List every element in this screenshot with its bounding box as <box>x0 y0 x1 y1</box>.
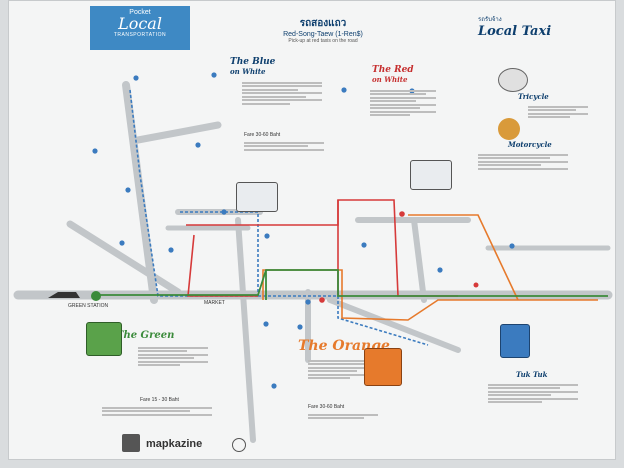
green-route <box>98 269 608 300</box>
logo-line3: TRANSPORTATION <box>113 32 167 38</box>
green-route-schedule <box>102 405 212 417</box>
local-taxi-title: Local Taxi <box>478 24 552 39</box>
orange-route-schedule <box>308 412 378 421</box>
route-map-board: Pocket Local TRANSPORTATION รถสองแถว Red… <box>8 0 616 460</box>
orange-route <box>262 214 598 321</box>
market-label: MARKET <box>204 300 225 306</box>
green-station-label: GREEN STATION <box>68 303 109 309</box>
orange-price: Fare 30-60 Baht <box>308 404 345 410</box>
red-route-title: The Red on White <box>372 66 414 85</box>
route-map <box>13 72 613 443</box>
red-subtitle: on White <box>372 75 408 84</box>
tuktuk-icon <box>500 324 530 358</box>
social-icon <box>232 438 246 452</box>
blue-route-description <box>242 80 322 106</box>
blue-route-schedule <box>244 140 324 152</box>
tricycle-icon <box>498 68 528 92</box>
title-note: Pick-up at red taxis on the road <box>288 38 358 44</box>
local-transport-logo: Pocket Local TRANSPORTATION <box>90 6 190 50</box>
motorcycle-title: Motorcycle <box>508 140 552 149</box>
red-pin-icon[interactable] <box>319 211 479 303</box>
footer-brand: mapkazine <box>146 438 203 450</box>
local-taxi-header: รถรับจ้าง Local Taxi <box>478 14 551 39</box>
logo-line2: Local <box>118 14 162 33</box>
local-taxi-thai: รถรับจ้าง <box>478 17 502 23</box>
motorcycle-description <box>478 152 568 171</box>
songtaew-truck-icon <box>410 160 452 190</box>
blue-route-title: The Blue on White <box>230 58 275 77</box>
blue-price: Fare 30-60 Baht <box>244 132 281 138</box>
orange-songtaew-icon <box>364 348 402 386</box>
blue-subtitle: on White <box>230 67 266 76</box>
title-en: Red-Song-Taew (1-Ren$) <box>283 31 363 38</box>
motorcycle-icon <box>498 118 520 140</box>
green-title: The Green <box>116 330 175 341</box>
title-thai: รถสองแถว <box>299 18 347 29</box>
red-route-description <box>370 88 436 118</box>
tuktuk-title: Tuk Tuk <box>516 370 548 379</box>
green-price: Fare 15 - 30 Baht <box>140 397 179 403</box>
green-songtaew-icon <box>86 322 122 356</box>
logo-line1: Pocket <box>129 9 151 16</box>
mapkazine-logo-icon <box>122 434 140 452</box>
blue-title: The Blue <box>230 57 276 67</box>
orange-route-description <box>308 358 378 381</box>
tricycle-description <box>528 104 588 120</box>
green-route-description <box>138 345 208 368</box>
tuktuk-description <box>488 382 578 405</box>
songtaew-truck-icon <box>236 182 278 212</box>
red-title: The Red <box>372 65 414 75</box>
green-station-marker[interactable] <box>48 291 101 301</box>
map-title: รถสองแถว Red-Song-Taew (1-Ren$) Pick-up … <box>248 16 398 44</box>
tricycle-title: Tricycle <box>518 92 549 101</box>
